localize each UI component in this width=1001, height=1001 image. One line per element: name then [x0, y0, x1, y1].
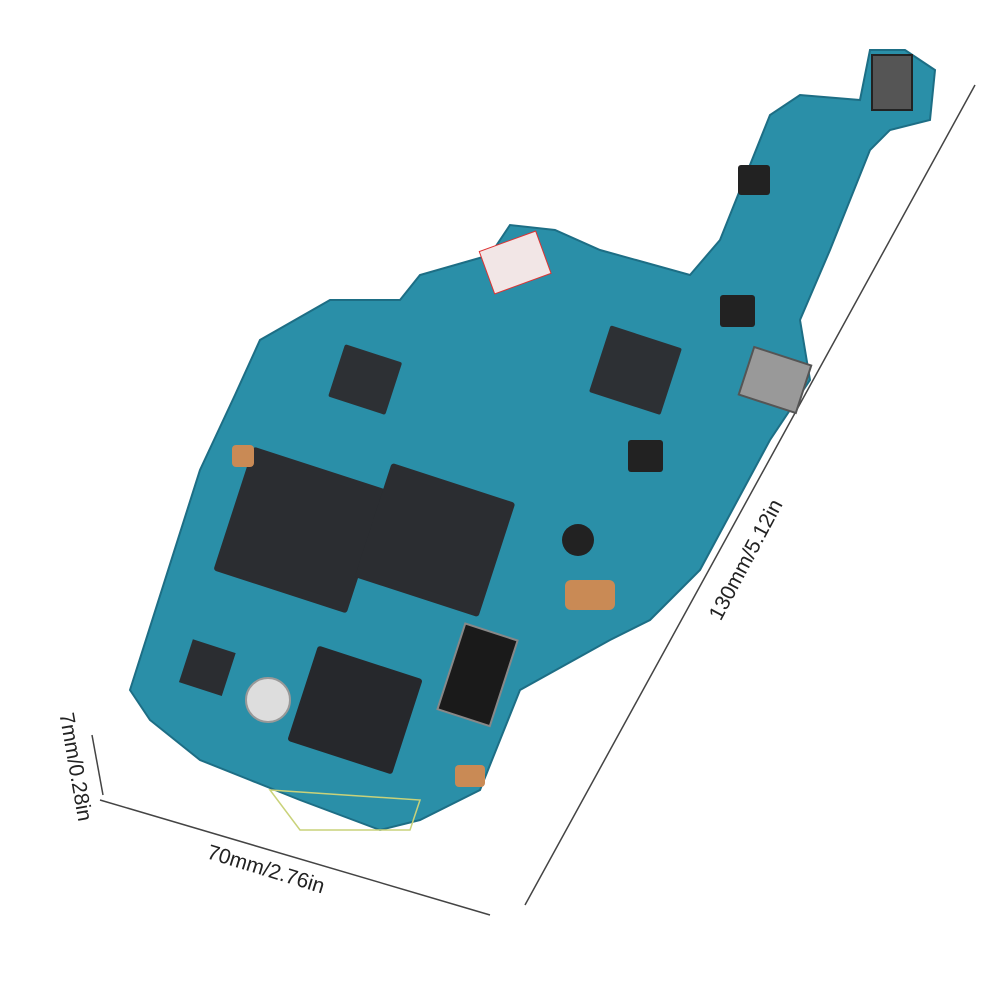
charge-port	[737, 345, 813, 415]
sensor-chip	[178, 639, 236, 696]
thickness-dimension-line	[91, 734, 104, 796]
main-processor-chip	[214, 447, 386, 613]
inductor-3r3-top	[720, 295, 755, 327]
backup-battery	[245, 677, 291, 723]
width-dimension-line	[99, 799, 491, 916]
inductor-3r3-bottom	[628, 440, 663, 472]
small-chip	[328, 344, 402, 415]
warranty-sticker	[478, 230, 552, 295]
flash-chip	[288, 646, 422, 774]
headphone-jack	[871, 54, 913, 111]
length-dimension-line	[524, 84, 976, 906]
inductor-4r7	[738, 165, 770, 195]
circuit-board-trim	[268, 789, 422, 831]
inductor-round	[562, 524, 594, 556]
copper-pad	[455, 765, 485, 787]
ribbon-connector	[436, 622, 519, 728]
controller-chip	[589, 325, 682, 415]
copper-pad	[232, 445, 254, 467]
copper-pad	[565, 580, 615, 610]
memory-chip	[355, 463, 515, 617]
circuit-board	[128, 49, 937, 832]
